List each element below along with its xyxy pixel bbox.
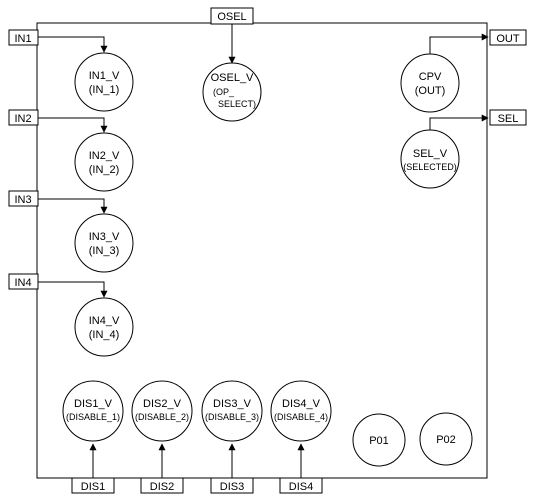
bubble-dis2-name: DIS2_V [143,398,182,410]
bubble-osel-name: OSEL_V [211,72,254,84]
bubble-osel-alias-2: SELECT) [218,99,256,109]
bubble-in3-alias: (IN_3) [89,245,120,257]
bubble-osel-alias-1: (OP_ [213,87,235,97]
pin-dis4[interactable]: DIS4 [279,477,323,494]
pin-dis2-label: DIS2 [150,481,174,493]
bubble-dis4-alias: (DISABLE_4) [274,412,328,422]
bubble-dis3[interactable]: DIS3_V (DISABLE_3) [201,380,263,442]
pin-in4-label: IN4 [14,277,31,289]
pin-in3-label: IN3 [14,194,31,206]
bubble-dis4-name: DIS4_V [282,398,321,410]
pin-osel[interactable]: OSEL [210,7,254,25]
in3-connector [38,198,108,214]
in1-connector [38,36,108,53]
bubble-in3-name: IN3_V [89,231,120,243]
bubble-dis2-alias: (DISABLE_2) [135,412,189,422]
bubble-in2[interactable]: IN2_V (IN_2) [74,132,134,192]
bubble-dis2[interactable]: DIS2_V (DISABLE_2) [131,380,193,442]
pin-dis1-label: DIS1 [81,481,105,493]
pin-dis4-label: DIS4 [289,481,313,493]
bubble-p01-name: P01 [369,435,389,447]
out-connector [429,33,489,54]
pin-dis1[interactable]: DIS1 [71,477,115,494]
pin-in3[interactable]: IN3 [8,190,39,207]
bubble-dis1-name: DIS1_V [74,398,113,410]
bubble-in1[interactable]: IN1_V (IN_1) [74,52,134,112]
pin-in1-label: IN1 [14,33,31,45]
bubble-in4[interactable]: IN4_V (IN_4) [74,297,134,357]
bubble-in1-alias: (IN_1) [89,84,120,96]
pin-in2[interactable]: IN2 [8,109,39,126]
bubble-dis1[interactable]: DIS1_V (DISABLE_1) [62,380,124,442]
bubble-in2-name: IN2_V [89,150,120,162]
block-border [36,22,488,479]
bubble-dis3-alias: (DISABLE_3) [205,412,259,422]
bubble-sel-alias: (SELECTED) [403,162,457,172]
pin-in2-label: IN2 [14,113,31,125]
pin-osel-label: OSEL [217,11,246,23]
bubble-in3[interactable]: IN3_V (IN_3) [74,213,134,273]
in4-connector [38,281,108,298]
bubble-in4-alias: (IN_4) [89,329,120,341]
bubble-cpv-alias: (OUT) [415,85,446,97]
bubble-p01[interactable]: P01 [352,413,406,467]
pin-out-label: OUT [496,33,520,45]
bubble-p02[interactable]: P02 [419,412,473,466]
bubble-sel-name: SEL_V [413,148,448,160]
in2-connector [38,117,108,133]
pin-dis3-label: DIS3 [220,481,244,493]
bubble-cpv[interactable]: CPV (OUT) [400,53,460,113]
pin-dis2[interactable]: DIS2 [140,477,184,494]
bubble-osel[interactable]: OSEL_V (OP_ SELECT) [202,62,262,122]
bubble-sel[interactable]: SEL_V (SELECTED) [400,129,460,189]
pin-in1[interactable]: IN1 [8,29,39,46]
pin-sel[interactable]: SEL [489,109,527,126]
bubble-dis3-name: DIS3_V [213,398,252,410]
pin-out[interactable]: OUT [489,29,527,46]
bubble-cpv-name: CPV [419,71,442,83]
pin-sel-label: SEL [498,113,519,125]
bubble-in1-name: IN1_V [89,70,120,82]
bubble-dis1-alias: (DISABLE_1) [66,412,120,422]
bubble-p02-name: P02 [436,434,456,446]
pin-dis3[interactable]: DIS3 [210,477,254,494]
bubble-in2-alias: (IN_2) [89,164,120,176]
pin-in4[interactable]: IN4 [8,273,39,290]
bubble-dis4[interactable]: DIS4_V (DISABLE_4) [270,380,332,442]
bubble-in4-name: IN4_V [89,315,120,327]
sel-connector [429,114,489,130]
